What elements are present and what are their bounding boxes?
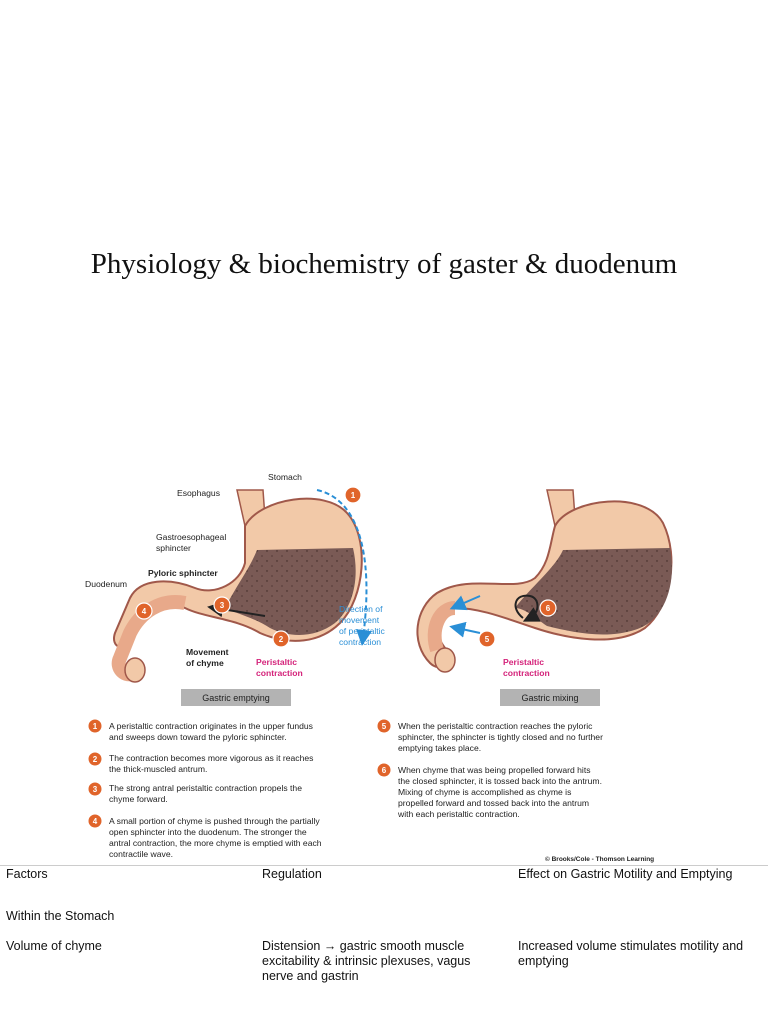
step-4-line-4: contractile wave. — [109, 849, 173, 859]
steps-right: 5 When the peristaltic contraction reach… — [376, 718, 603, 819]
label-direction-1: Direction of — [339, 604, 383, 614]
step-6-line-1: When chyme that was being propelled forw… — [398, 765, 591, 775]
step-4-line-3: antral contraction, the more chyme is em… — [109, 838, 322, 848]
regulation-cell: Distension → gastric smooth muscle excit… — [262, 939, 492, 984]
label-peristaltic-right-1: Peristaltic — [503, 657, 544, 667]
svg-text:3: 3 — [220, 601, 225, 610]
step-5-line-2: sphincter, the sphincter is tightly clos… — [398, 732, 603, 742]
label-pyloric-sphincter: Pyloric sphincter — [148, 568, 218, 578]
step-3-line-2: chyme forward. — [109, 794, 168, 804]
left-stomach-illustration — [111, 489, 372, 683]
step-4-line-1: A small portion of chyme is pushed throu… — [109, 816, 320, 826]
label-direction-4: contraction — [339, 637, 381, 647]
label-direction-2: movement — [339, 615, 380, 625]
caption-gastric-mixing: Gastric mixing — [521, 693, 578, 703]
label-stomach: Stomach — [268, 472, 302, 482]
marker-4: 4 — [135, 602, 153, 620]
label-gastroesophageal-2: sphincter — [156, 543, 191, 553]
effect-line-1: Increased volume stimulates motility and — [518, 939, 744, 953]
marker-1: 1 — [344, 486, 362, 504]
effect-line-2: emptying — [518, 954, 569, 968]
figure-svg: 1 2 3 4 Stomach Esophagus Gastroesophage… — [85, 472, 673, 863]
step-6-line-2: the closed sphincter, it is tossed back … — [398, 776, 602, 786]
regulation-line-3: nerve and gastrin — [262, 969, 359, 983]
table-divider — [0, 865, 768, 866]
label-esophagus: Esophagus — [177, 488, 220, 498]
svg-text:1: 1 — [93, 722, 98, 731]
caption-box-left — [181, 689, 291, 706]
marker-3: 3 — [213, 596, 231, 614]
label-movement-2: of chyme — [186, 658, 224, 668]
factor-volume-of-chyme: Volume of chyme — [6, 939, 102, 953]
step-6-line-5: with each peristaltic contraction. — [397, 809, 520, 819]
svg-text:5: 5 — [382, 722, 387, 731]
svg-text:6: 6 — [546, 604, 551, 613]
right-stomach-illustration — [416, 489, 673, 673]
caption-gastric-emptying: Gastric emptying — [202, 693, 270, 703]
step-5-line-1: When the peristaltic contraction reaches… — [398, 721, 593, 731]
step-3-line-1: The strong antral peristaltic contractio… — [109, 783, 302, 793]
marker-5: 5 — [478, 630, 496, 648]
label-movement-1: Movement — [186, 647, 229, 657]
header-regulation: Regulation — [262, 867, 322, 881]
stomach-motility-figure: 1 2 3 4 Stomach Esophagus Gastroesophage… — [85, 468, 685, 868]
marker-2: 2 — [272, 630, 290, 648]
step-4-line-2: open sphincter into the duodenum. The st… — [109, 827, 307, 837]
step-6-line-4: propelled forward and tossed back into t… — [398, 798, 589, 808]
label-peristaltic-right-2: contraction — [503, 668, 550, 678]
regulation-line-2: excitability & intrinsic plexuses, vagus — [262, 954, 471, 968]
step-6-line-3: Mixing of chyme is accomplished as chyme… — [398, 787, 571, 797]
svg-text:1: 1 — [351, 491, 356, 500]
slide-title: Physiology & biochemistry of gaster & du… — [90, 248, 678, 280]
regulation-line-1: Distension → gastric smooth muscle — [262, 939, 465, 953]
step-1-line-1: A peristaltic contraction originates in … — [109, 721, 313, 731]
label-peristaltic-left-2: contraction — [256, 668, 303, 678]
step-1-line-2: and sweeps down toward the pyloric sphin… — [109, 732, 287, 742]
steps-left: 1 A peristaltic contraction originates i… — [87, 718, 322, 859]
label-direction-3: of peristaltic — [339, 626, 386, 636]
step-2-line-2: the thick-muscled antrum. — [109, 764, 207, 774]
svg-text:4: 4 — [142, 607, 147, 616]
caption-box-right — [500, 689, 600, 706]
svg-text:4: 4 — [93, 817, 98, 826]
label-duodenum: Duodenum — [85, 579, 127, 589]
effect-cell: Increased volume stimulates motility and… — [518, 939, 768, 969]
marker-6: 6 — [539, 599, 557, 617]
copyright: © Brooks/Cole - Thomson Learning — [545, 855, 654, 863]
header-factors: Factors — [6, 867, 48, 881]
svg-text:2: 2 — [279, 635, 284, 644]
svg-text:6: 6 — [382, 766, 387, 775]
header-effect: Effect on Gastric Motility and Emptying — [518, 867, 733, 881]
svg-text:5: 5 — [485, 635, 490, 644]
label-gastroesophageal-1: Gastroesophageal — [156, 532, 226, 542]
svg-text:2: 2 — [93, 755, 98, 764]
step-5-line-3: emptying takes place. — [398, 743, 481, 753]
svg-text:3: 3 — [93, 785, 98, 794]
label-peristaltic-left-1: Peristaltic — [256, 657, 297, 667]
step-2-line-1: The contraction becomes more vigorous as… — [109, 753, 313, 763]
section-within-stomach: Within the Stomach — [6, 909, 115, 923]
